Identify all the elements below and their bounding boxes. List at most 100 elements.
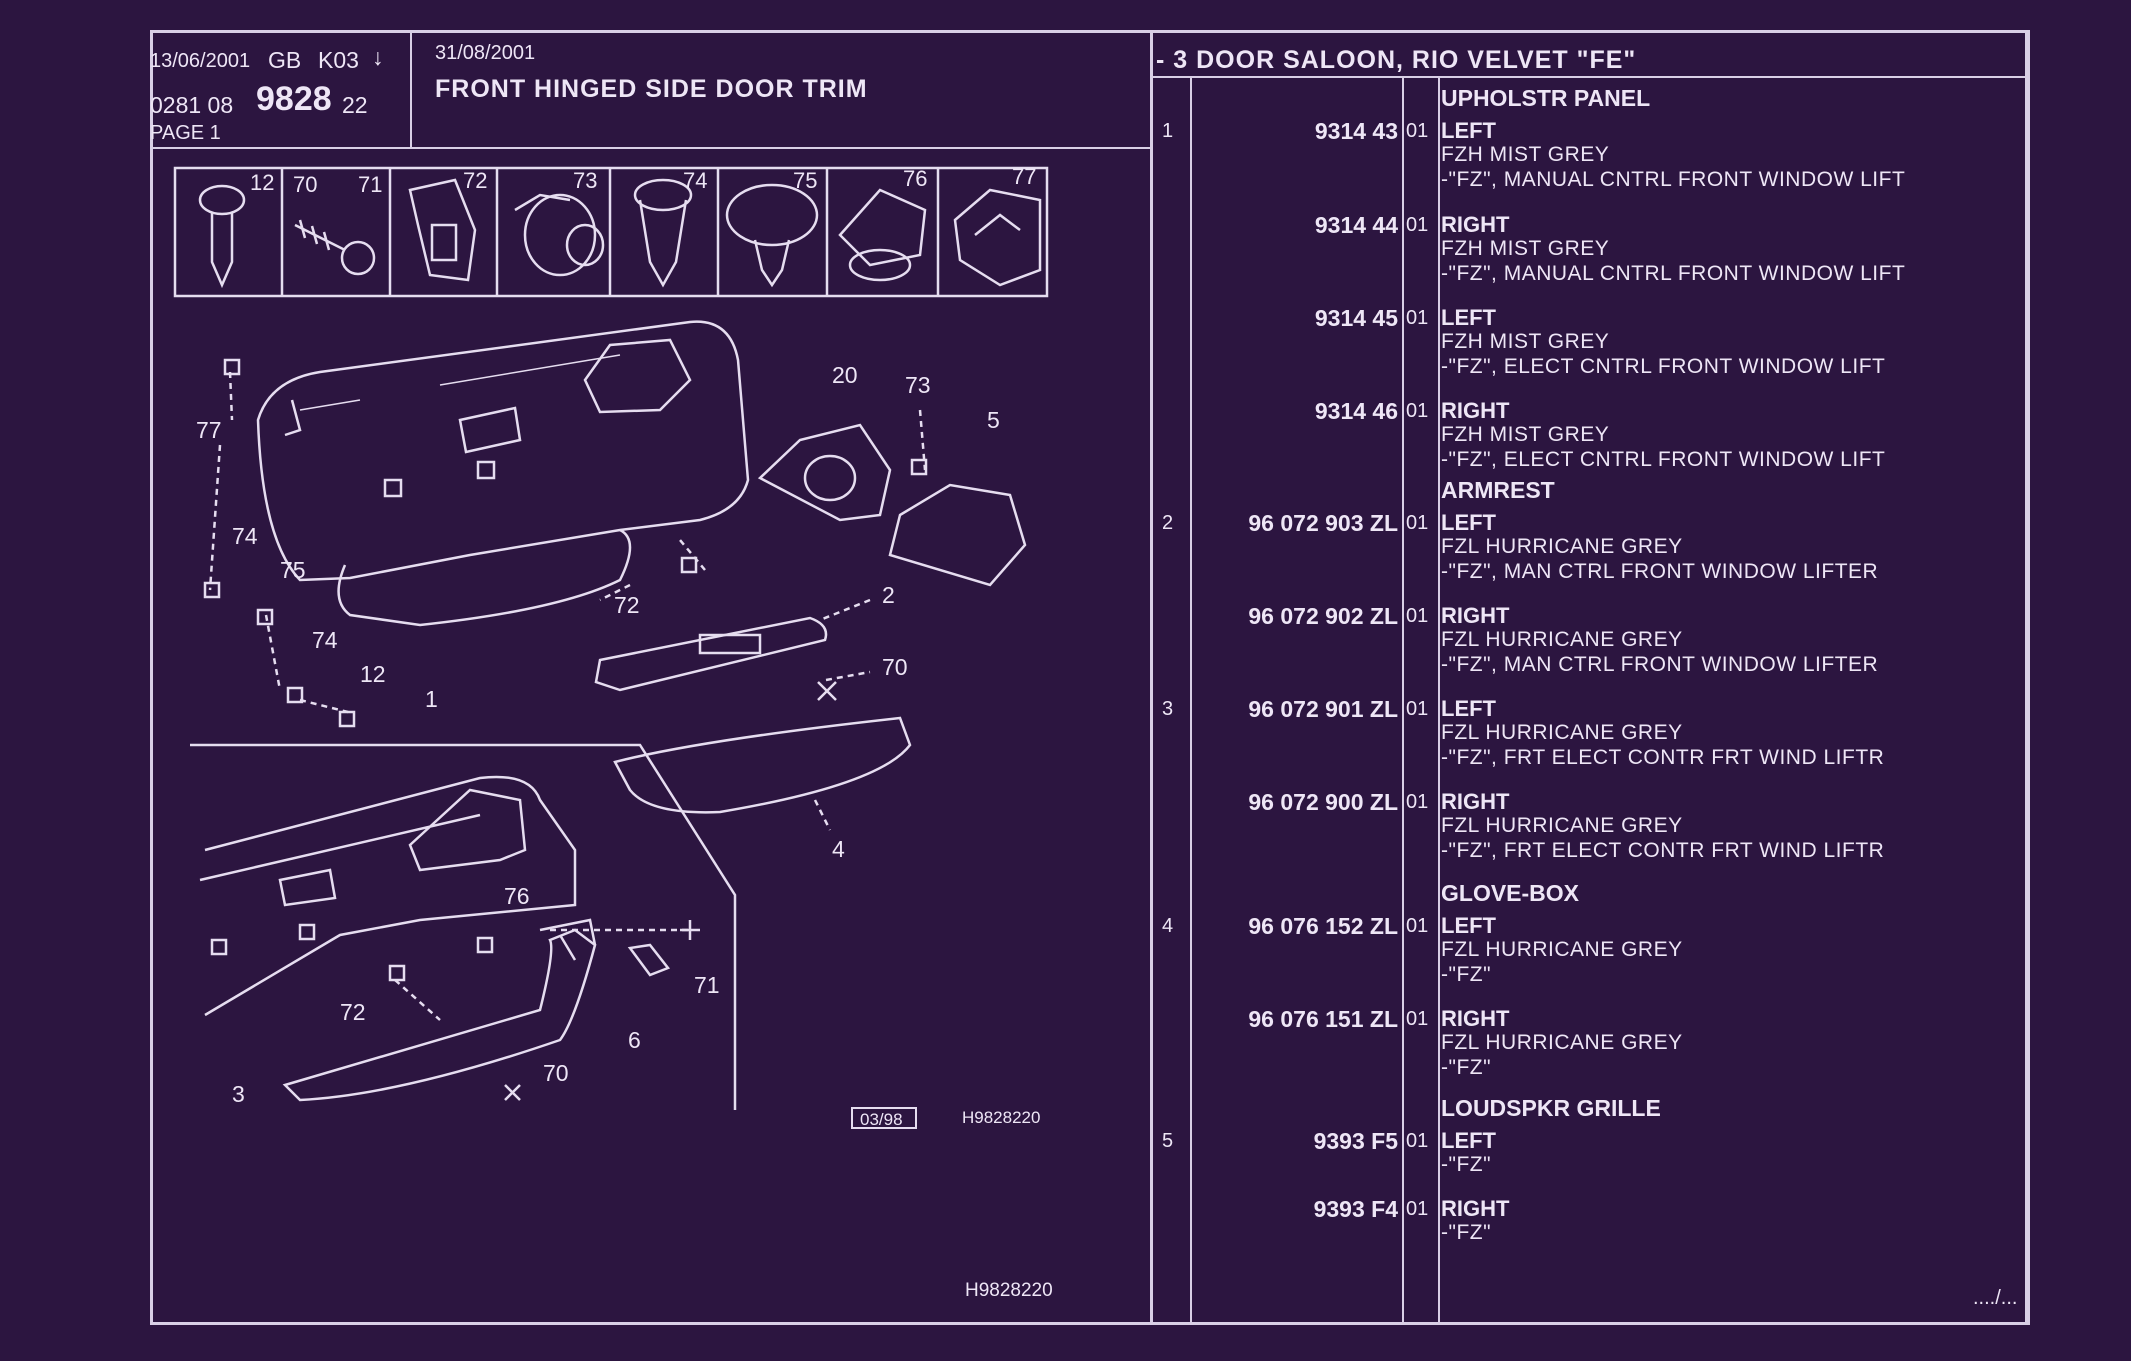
header-divider [150, 147, 1150, 149]
header-date2: 31/08/2001 [435, 42, 536, 64]
clip-75-icon [725, 183, 819, 288]
speaker-housing [757, 423, 892, 522]
part-note: -"FZ" [1441, 1221, 1492, 1244]
table-right-border [2025, 30, 2027, 1325]
part-note: -"FZ", FRT ELECT CONTR FRT WIND LIFTR [1441, 839, 1885, 862]
svg-text:70: 70 [293, 172, 317, 197]
part-trim-code: FZH MIST GREY [1441, 237, 1610, 260]
part-note: -"FZ" [1441, 963, 1492, 986]
part-trim-code: FZL HURRICANE GREY [1441, 721, 1683, 744]
header-code: K03 [318, 47, 359, 73]
part-quantity: 01 [1406, 1130, 1429, 1152]
date-stamp: 03/98 [860, 1110, 903, 1129]
part-side: RIGHT [1441, 212, 1510, 237]
part-trim-code: FZH MIST GREY [1441, 143, 1610, 166]
part-side: LEFT [1441, 696, 1496, 721]
svg-text:75: 75 [793, 168, 817, 193]
part-trim-code: FZL HURRICANE GREY [1441, 1031, 1683, 1054]
clip-74-icon [633, 178, 693, 288]
header-ref-suffix: 22 [342, 92, 368, 118]
callout-2: 2 [882, 582, 895, 608]
part-trim-code: FZH MIST GREY [1441, 330, 1610, 353]
callout-70b: 70 [543, 1060, 569, 1086]
part-quantity: 01 [1406, 1198, 1429, 1220]
part-note: -"FZ", FRT ELECT CONTR FRT WIND LIFTR [1441, 746, 1885, 769]
loudspeaker-grille [888, 483, 1027, 587]
part-group-title: LOUDSPKR GRILLE [1441, 1095, 1661, 1121]
header-ref-main: 9828 [256, 80, 332, 118]
part-side: RIGHT [1441, 1196, 1510, 1221]
part-number: 96 076 152 ZL [1248, 913, 1398, 939]
part-quantity: 01 [1406, 698, 1429, 720]
part-note: -"FZ", MAN CTRL FRONT WINDOW LIFTER [1441, 560, 1879, 583]
part-side: RIGHT [1441, 789, 1510, 814]
part-quantity: 01 [1406, 120, 1429, 142]
callout-70: 70 [882, 654, 908, 680]
part-side: LEFT [1441, 913, 1496, 938]
arrow-down-icon: ↓ [372, 44, 384, 70]
part-number: 9314 44 [1314, 212, 1398, 238]
part-ref-number: 3 [1162, 698, 1174, 720]
svg-text:12: 12 [250, 170, 274, 195]
svg-text:77: 77 [1012, 164, 1036, 189]
callout-71: 71 [694, 972, 720, 998]
callout-1: 1 [425, 686, 438, 712]
part-quantity: 01 [1406, 915, 1429, 937]
callout-6: 6 [628, 1027, 641, 1053]
part-number: 96 072 902 ZL [1248, 603, 1398, 629]
header-lang: GB [268, 47, 302, 73]
part-ref-number: 5 [1162, 1130, 1174, 1152]
part-side: LEFT [1441, 1128, 1496, 1153]
part-side: LEFT [1441, 305, 1496, 330]
header-ref-prefix: 0281 08 [150, 92, 234, 118]
armrest-2 [594, 616, 828, 692]
part-number: 9393 F4 [1313, 1196, 1398, 1222]
part-side: RIGHT [1441, 398, 1510, 423]
model-description: - 3 DOOR SALOON, RIO VELVET "FE" [1156, 46, 1637, 74]
part-quantity: 01 [1406, 214, 1429, 236]
callout-3: 3 [232, 1081, 245, 1107]
part-trim-code: FZL HURRICANE GREY [1441, 628, 1683, 651]
callout-72: 72 [614, 592, 640, 618]
part-quantity: 01 [1406, 791, 1429, 813]
part-note: -"FZ" [1441, 1153, 1492, 1176]
part-quantity: 01 [1406, 512, 1429, 534]
footer-ref: H9828220 [965, 1280, 1053, 1301]
door-trim-panel [256, 320, 750, 582]
part-quantity: 01 [1406, 400, 1429, 422]
armrest-3 [282, 928, 597, 1102]
clip-76-icon [838, 188, 927, 282]
part-number: 9393 F5 [1313, 1128, 1398, 1154]
part-trim-code: FZL HURRICANE GREY [1441, 535, 1683, 558]
clip-72-icon [408, 178, 477, 282]
svg-text:74: 74 [683, 168, 707, 193]
part-number: 9314 43 [1314, 118, 1398, 144]
part-note: -"FZ", ELECT CNTRL FRONT WINDOW LIFT [1441, 355, 1886, 378]
inset-door-panel [204, 775, 577, 1017]
part-ref-number: 4 [1162, 915, 1174, 937]
part-side: LEFT [1441, 510, 1496, 535]
callout-72b: 72 [340, 999, 366, 1025]
part-trim-code: FZH MIST GREY [1441, 423, 1610, 446]
part-side: LEFT [1441, 118, 1496, 143]
svg-text:71: 71 [358, 172, 382, 197]
part-trim-code: FZL HURRICANE GREY [1441, 814, 1683, 837]
switch-6 [627, 943, 671, 977]
callout-74: 74 [232, 523, 258, 549]
screw-icon [294, 219, 376, 276]
part-quantity: 01 [1406, 1008, 1429, 1030]
part-note: -"FZ" [1441, 1056, 1492, 1079]
part-note: -"FZ", MANUAL CNTRL FRONT WINDOW LIFT [1441, 262, 1906, 285]
svg-text:73: 73 [573, 168, 597, 193]
continued-marker: ..../... [1973, 1287, 2018, 1309]
callout-5: 5 [987, 407, 1000, 433]
right-header-divider [1150, 76, 2025, 78]
part-quantity: 01 [1406, 307, 1429, 329]
svg-text:76: 76 [903, 166, 927, 191]
part-ref-number: 2 [1162, 512, 1174, 534]
part-number: 96 072 901 ZL [1248, 696, 1398, 722]
part-number: 9314 46 [1314, 398, 1398, 424]
part-group-title: ARMREST [1441, 477, 1555, 503]
part-side: RIGHT [1441, 603, 1510, 628]
callout-76: 76 [504, 883, 530, 909]
